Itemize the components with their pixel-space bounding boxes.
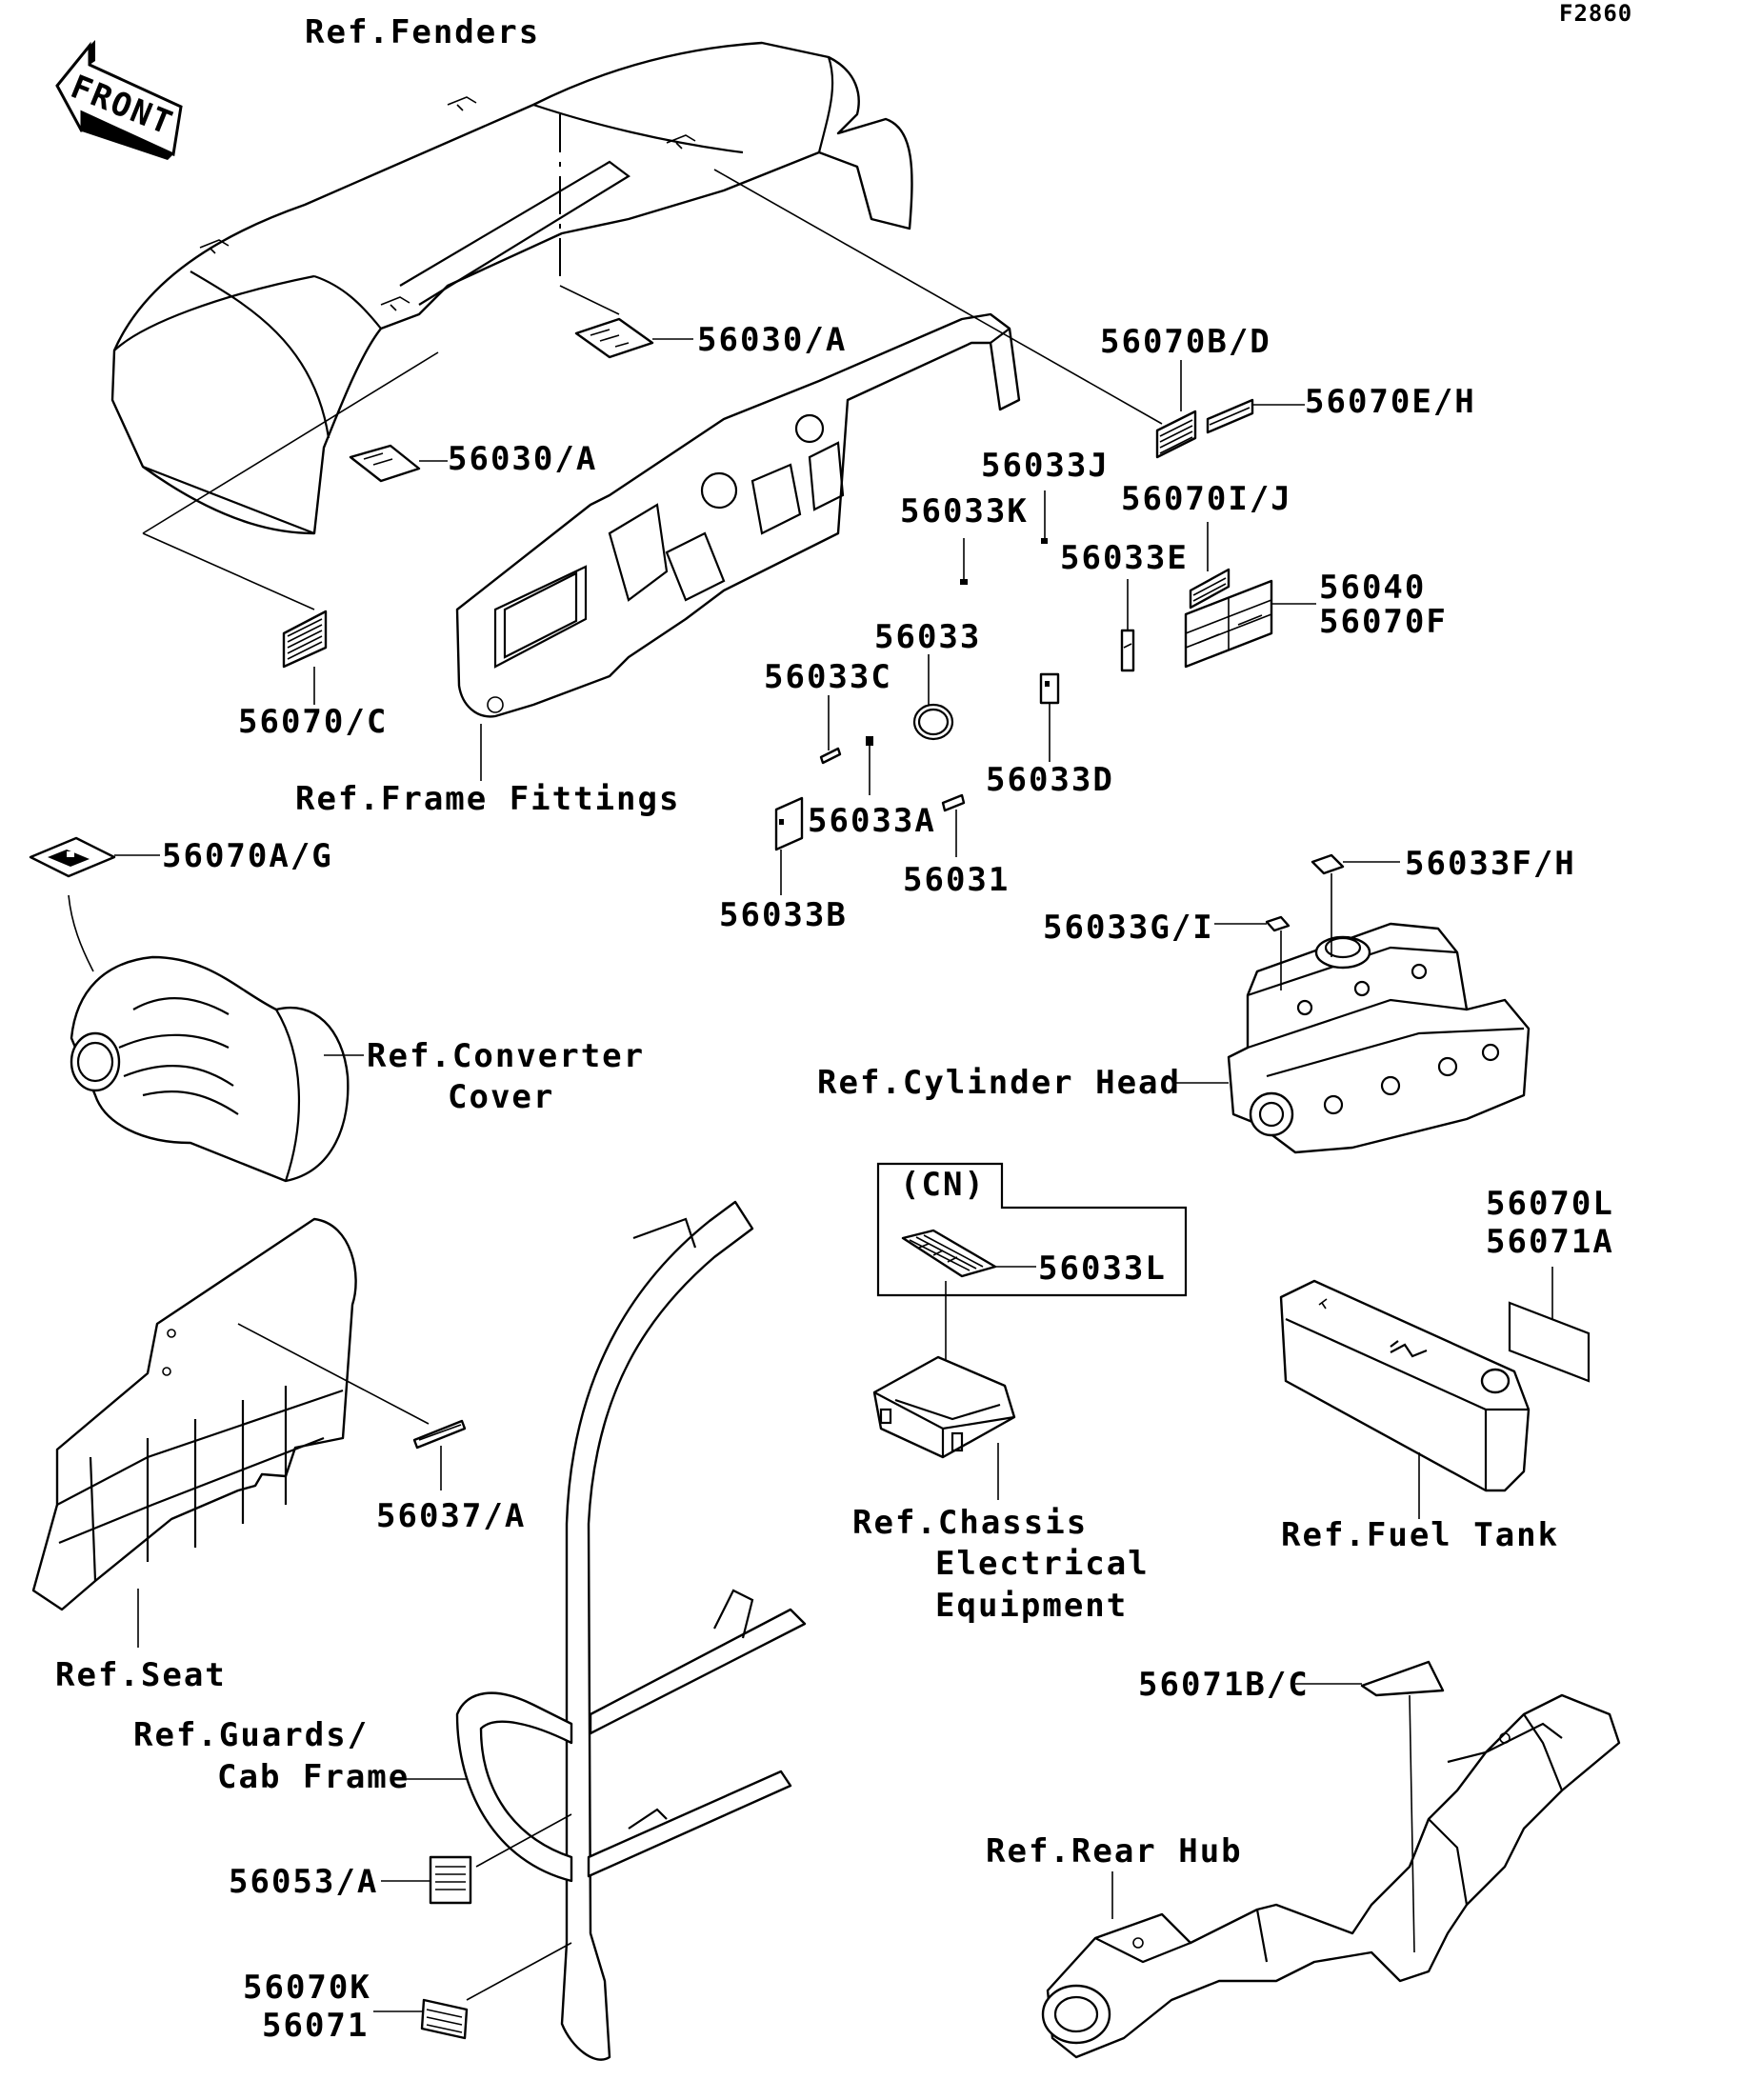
decal-56033fh xyxy=(1311,853,1345,875)
decal-56030a-lower xyxy=(349,444,421,483)
cn-label: (CN) xyxy=(900,1166,986,1204)
fuel-tank xyxy=(1279,1279,1531,1492)
part-56033j-label: 56033J xyxy=(981,447,1110,485)
part-56070eh-label: 56070E/H xyxy=(1305,383,1476,421)
decal-56070ag xyxy=(29,836,116,878)
part-56071bc-label: 56071B/C xyxy=(1138,1666,1310,1704)
ref-guards-label: Ref.Guards/ xyxy=(133,1716,369,1754)
part-56033e-label: 56033E xyxy=(1060,539,1189,577)
decal-56033-ring xyxy=(912,703,954,741)
part-56070bd-label: 56070B/D xyxy=(1100,323,1271,361)
part-56037a-label: 56037/A xyxy=(376,1497,526,1535)
ref-chassis-label-3: Equipment xyxy=(935,1587,1128,1625)
part-56070ij-label: 56070I/J xyxy=(1121,480,1292,518)
seat-assembly xyxy=(31,1217,357,1611)
part-56071-label: 56071 xyxy=(262,2007,369,2045)
fender-assembly xyxy=(110,41,913,535)
ref-seat-label: Ref.Seat xyxy=(55,1656,227,1694)
part-56033k-label: 56033K xyxy=(900,492,1029,530)
decal-56040-56070f xyxy=(1184,579,1273,669)
decal-56071bc xyxy=(1360,1660,1445,1697)
decal-56031 xyxy=(941,793,966,812)
part-56033d-label: 56033D xyxy=(986,761,1114,799)
decal-56033e xyxy=(1120,629,1135,672)
decal-56030a-upper xyxy=(574,317,654,359)
part-56070ag-label: 56070A/G xyxy=(162,837,333,875)
decal-56033k xyxy=(960,579,968,585)
ref-rear-hub-label: Ref.Rear Hub xyxy=(986,1832,1243,1870)
decal-56070c xyxy=(282,610,328,669)
part-56033fh-label: 56033F/H xyxy=(1405,845,1576,883)
decal-56070eh xyxy=(1206,398,1254,434)
chassis-electrical-box xyxy=(872,1355,1016,1459)
cylinder-head xyxy=(1227,922,1531,1154)
part-56070f-label: 56070F xyxy=(1319,603,1448,641)
part-56070l-label: 56070L xyxy=(1486,1185,1614,1223)
ref-chassis-label-2: Electrical xyxy=(935,1545,1150,1583)
decal-56033a xyxy=(866,736,873,746)
part-56033b-label: 56033B xyxy=(719,896,848,934)
part-56030a-label: 56030/A xyxy=(697,321,847,359)
part-56070k-label: 56070K xyxy=(243,1969,371,2007)
decal-56037a xyxy=(412,1419,467,1450)
ref-frame-fittings-label: Ref.Frame Fittings xyxy=(295,780,680,818)
ref-cylinder-head-label: Ref.Cylinder Head xyxy=(817,1064,1181,1102)
part-56040-label: 56040 xyxy=(1319,569,1426,607)
ref-fenders-label: Ref.Fenders xyxy=(305,13,540,51)
diagram-code: F2860 xyxy=(1559,0,1632,27)
part-56033gi-label: 56033G/I xyxy=(1043,909,1214,947)
decal-56033d xyxy=(1039,672,1060,705)
part-56070c-label: 56070/C xyxy=(238,703,388,741)
front-arrow-icon: FRONT xyxy=(55,40,183,160)
cab-frame xyxy=(455,1200,807,2061)
decal-56070l-56071a xyxy=(1508,1301,1591,1383)
part-56033-label: 56033 xyxy=(874,618,981,656)
decal-56070ij xyxy=(1189,568,1231,610)
part-56033a-label: 56033A xyxy=(808,802,936,840)
converter-cover xyxy=(70,955,350,1183)
ref-chassis-label: Ref.Chassis xyxy=(852,1504,1088,1542)
decal-56033c xyxy=(819,747,842,765)
ref-converter-cover-label: Ref.Converter xyxy=(367,1037,645,1075)
rear-hub-axle xyxy=(1041,1693,1621,2059)
decal-56070k-56071 xyxy=(420,1998,469,2040)
decal-56033gi xyxy=(1265,915,1291,932)
part-56071a-label: 56071A xyxy=(1486,1223,1614,1261)
part-56033l-label: 56033L xyxy=(1038,1250,1167,1288)
decal-56070bd xyxy=(1155,410,1197,459)
frame-fittings-panel xyxy=(455,312,1021,718)
decal-56033b xyxy=(774,796,804,851)
ref-guards-label-2: Cab Frame xyxy=(217,1758,410,1796)
part-56033c-label: 56033C xyxy=(764,658,892,696)
part-56053a-label: 56053/A xyxy=(229,1863,378,1901)
part-56030a-label-2: 56030/A xyxy=(448,440,597,478)
part-56031-label: 56031 xyxy=(903,861,1010,899)
ref-fuel-tank-label: Ref.Fuel Tank xyxy=(1281,1516,1559,1554)
ref-converter-cover-label-2: Cover xyxy=(448,1078,554,1116)
decal-56033j xyxy=(1041,538,1048,544)
decal-56053a xyxy=(429,1855,472,1905)
